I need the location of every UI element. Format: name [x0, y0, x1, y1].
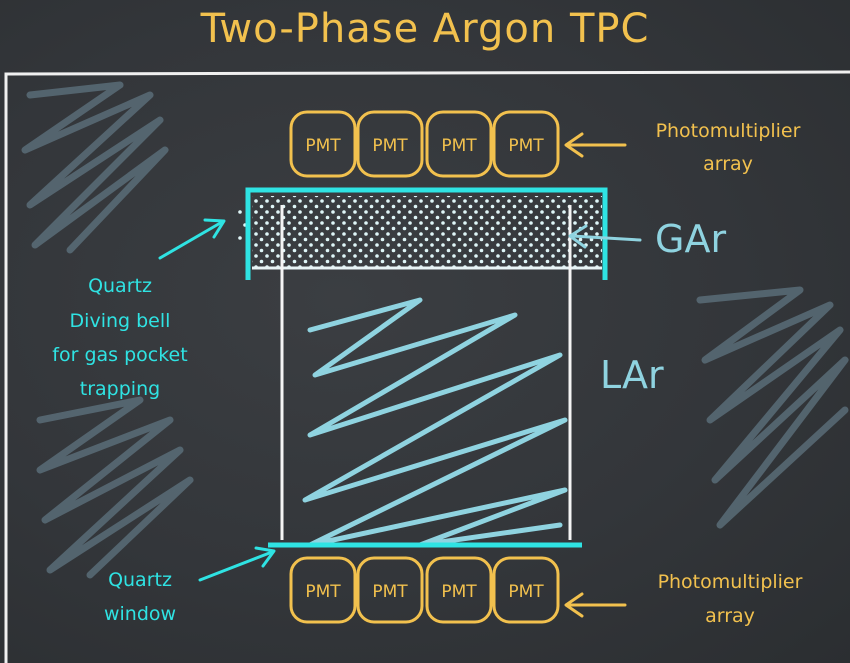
bottom-pmt-array: PMT PMT PMT PMT: [289, 556, 560, 624]
arrow-to-top-pmt-array: [564, 132, 627, 158]
pmt-top-1: PMT: [289, 110, 357, 178]
pmt-label: PMT: [441, 582, 477, 602]
pmt-bottom-2: PMT: [356, 556, 424, 624]
quartz-window-label-line-2: window: [104, 603, 176, 625]
arrow-to-diving-bell: [158, 218, 226, 260]
diving-bell-label-line-3: for gas pocket: [52, 344, 187, 366]
pmt-bottom-1: PMT: [289, 556, 357, 624]
quartz-window-label-line-1: Quartz: [108, 569, 172, 591]
pmt-bottom-4: PMT: [492, 556, 560, 624]
pmt-label: PMT: [372, 582, 408, 602]
bottom-pmt-array-label-line-1: Photomultiplier: [658, 571, 803, 593]
quartz-diving-bell: [245, 187, 608, 280]
arrow-to-bottom-pmt-array: [564, 592, 627, 618]
bottom-pmt-array-label-line-2: array: [705, 605, 755, 627]
top-pmt-array-label-line-1: Photomultiplier: [656, 120, 801, 142]
pmt-label: PMT: [441, 136, 477, 156]
pmt-top-4: PMT: [492, 110, 560, 178]
top-pmt-array-label-line-2: array: [703, 153, 753, 175]
pmt-label: PMT: [508, 136, 544, 156]
liquid-argon-scribble: [302, 297, 568, 548]
pmt-label: PMT: [305, 582, 341, 602]
top-pmt-array: PMT PMT PMT PMT: [289, 110, 560, 178]
diving-bell-label-line-4: trapping: [80, 378, 160, 400]
arrow-to-gas-pocket: [568, 224, 642, 249]
background-scribbles: [21, 81, 849, 579]
gas-pocket: [252, 196, 602, 268]
pmt-label: PMT: [372, 136, 408, 156]
gar-label: GAr: [655, 217, 726, 261]
pmt-bottom-3: PMT: [425, 556, 493, 624]
arrow-to-quartz-window: [198, 546, 276, 582]
diving-bell-label-line-1: Quartz: [88, 275, 152, 297]
tpc-field-cage: [280, 205, 572, 540]
pmt-top-2: PMT: [356, 110, 424, 178]
diving-bell-label-line-2: Diving bell: [70, 310, 171, 332]
pmt-label: PMT: [305, 136, 341, 156]
pmt-label: PMT: [508, 582, 544, 602]
diagram-title: Two-Phase Argon TPC: [200, 6, 650, 52]
chalk-frame: [4, 70, 850, 663]
pmt-top-3: PMT: [425, 110, 493, 178]
lar-label: LAr: [600, 353, 664, 397]
